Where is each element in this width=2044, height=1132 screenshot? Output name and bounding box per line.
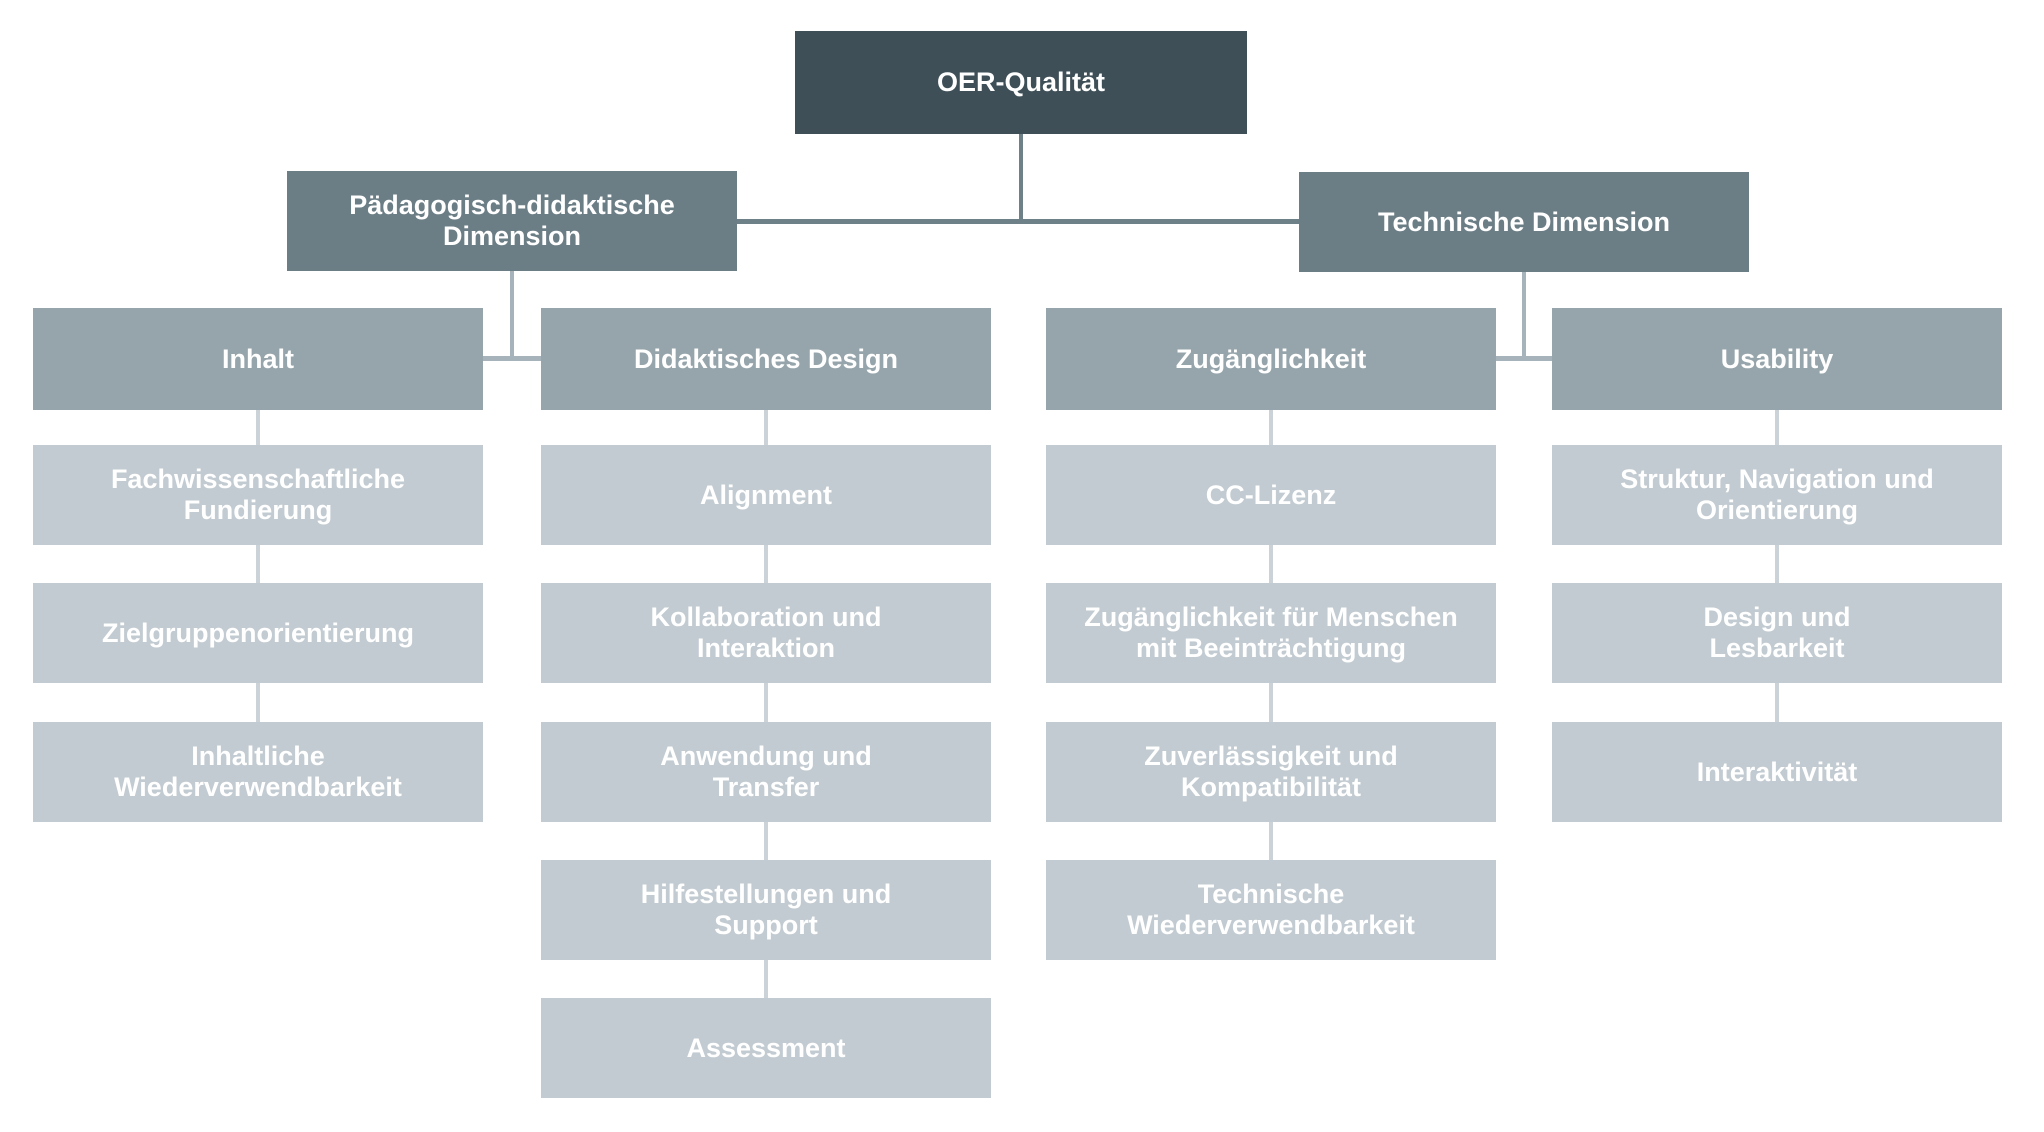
connector-col3-seg4 [1269, 822, 1273, 860]
connector-col2-seg3 [764, 683, 768, 722]
node-zugaenglichkeit-fuer-menschen: Zugänglichkeit für Menschen mit Beeinträ… [1046, 583, 1496, 683]
connector-col1-seg1 [256, 410, 260, 445]
connector-col1-seg2 [256, 545, 260, 583]
node-hilfestellungen-und-support: Hilfestellungen und Support [541, 860, 991, 960]
node-struktur-navigation-und-orientierung: Struktur, Navigation und Orientierung [1552, 445, 2002, 545]
connector-dimensions-hbar [737, 219, 1303, 224]
node-oer-qualitaet: OER-Qualität [795, 31, 1247, 134]
connector-col2-seg5 [764, 960, 768, 998]
node-alignment: Alignment [541, 445, 991, 545]
node-usability: Usability [1552, 308, 2002, 410]
node-anwendung-und-transfer: Anwendung und Transfer [541, 722, 991, 822]
connector-dim1-hbar [483, 356, 541, 361]
connector-dim1-stem [510, 271, 514, 358]
node-zielgruppenorientierung: Zielgruppenorientierung [33, 583, 483, 683]
node-zugaenglichkeit: Zugänglichkeit [1046, 308, 1496, 410]
node-inhalt: Inhalt [33, 308, 483, 410]
node-technische-wiederverwendbarkeit: Technische Wiederverwendbarkeit [1046, 860, 1496, 960]
node-interaktivitaet: Interaktivität [1552, 722, 2002, 822]
node-technische-dimension: Technische Dimension [1299, 172, 1749, 272]
node-design-und-lesbarkeit: Design und Lesbarkeit [1552, 583, 2002, 683]
connector-col1-seg3 [256, 683, 260, 722]
connector-col2-seg4 [764, 822, 768, 860]
connector-col3-seg1 [1269, 410, 1273, 445]
connector-dim2-stem [1522, 272, 1526, 358]
node-assessment: Assessment [541, 998, 991, 1098]
node-cc-lizenz: CC-Lizenz [1046, 445, 1496, 545]
connector-col4-seg2 [1775, 545, 1779, 583]
connector-col3-seg3 [1269, 683, 1273, 722]
node-paedagogisch-didaktische-dimension: Pädagogisch-didaktische Dimension [287, 171, 737, 271]
connector-col2-seg1 [764, 410, 768, 445]
node-kollaboration-und-interaktion: Kollaboration und Interaktion [541, 583, 991, 683]
connector-dim2-hbar [1496, 356, 1552, 361]
node-inhaltliche-wiederverwendbarkeit: Inhaltliche Wiederverwendbarkeit [33, 722, 483, 822]
connector-col2-seg2 [764, 545, 768, 583]
connector-col3-seg2 [1269, 545, 1273, 583]
connector-col4-seg3 [1775, 683, 1779, 722]
node-fachwissenschaftliche-fundierung: Fachwissenschaftliche Fundierung [33, 445, 483, 545]
connector-col4-seg1 [1775, 410, 1779, 445]
node-didaktisches-design: Didaktisches Design [541, 308, 991, 410]
connector-root-stem [1019, 134, 1023, 221]
node-zuverlaessigkeit-und-kompatibilitaet: Zuverlässigkeit und Kompatibilität [1046, 722, 1496, 822]
